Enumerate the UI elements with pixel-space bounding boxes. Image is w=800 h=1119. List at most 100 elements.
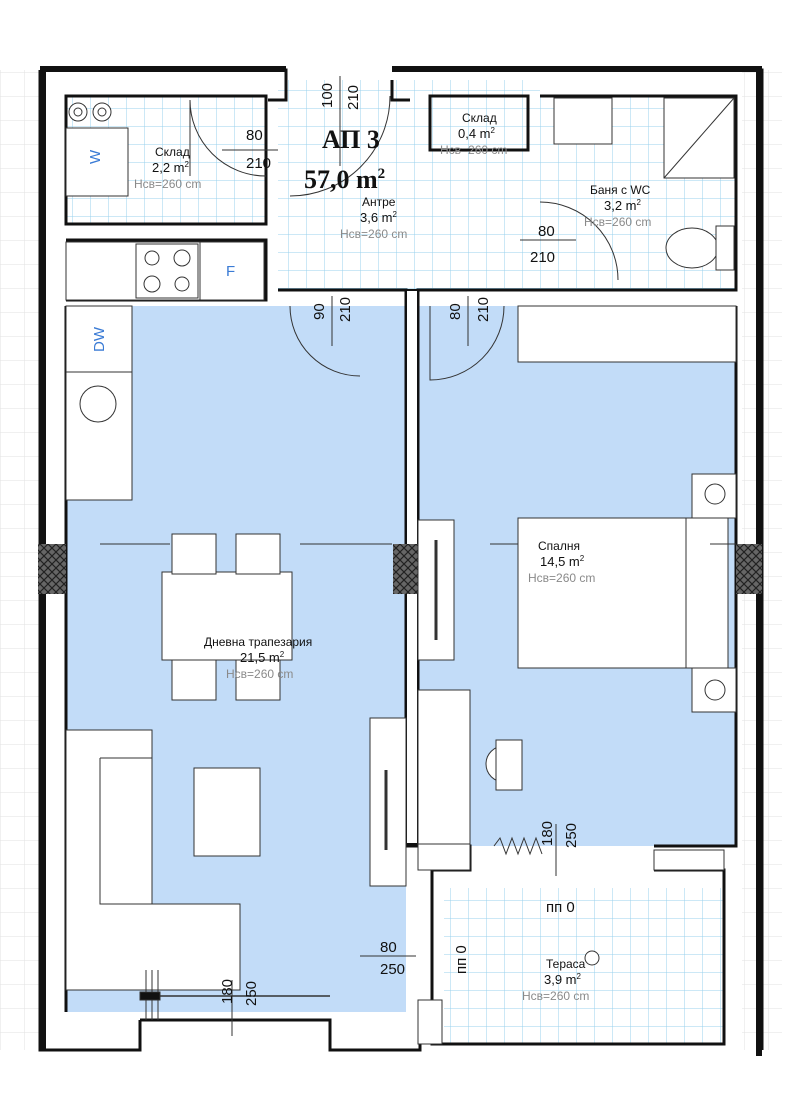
bed <box>517 517 687 669</box>
storage-door-width: 80 <box>246 127 263 144</box>
storage1-area-sup: 2 <box>185 160 190 169</box>
storage2-area: 0,4 m <box>458 126 491 141</box>
fridge-label: F <box>226 263 235 280</box>
bathroom-area-sup: 2 <box>637 198 642 207</box>
dishwasher-label: DW <box>91 326 108 352</box>
toilet <box>665 227 719 269</box>
svg-text:2,2 m2: 2,2 m2 <box>152 160 190 175</box>
washer <box>65 127 129 197</box>
entry-door-arc <box>289 95 391 197</box>
terrace-door-width: 80 <box>380 939 397 956</box>
bedroom-name: Спалня <box>538 539 580 553</box>
bedroom-door-height: 210 <box>475 297 492 322</box>
living-height: Нсв=260 cm <box>226 667 293 681</box>
terrace-door-frame <box>417 843 725 1045</box>
bedroom-area-sup: 2 <box>580 554 585 563</box>
entrance-height: Нсв=260 cm <box>340 227 407 241</box>
svg-text:21,5 m2: 21,5 m2 <box>240 650 285 665</box>
terrace-door-height: 250 <box>380 961 405 978</box>
sofa <box>65 729 241 991</box>
terrace-name: Тераса <box>546 957 586 971</box>
dimension-lines <box>100 76 736 1036</box>
entrance-name: Антре <box>362 195 396 209</box>
storage2-name: Склад <box>462 111 497 125</box>
living-window-marker <box>139 970 330 1020</box>
svg-text:0,4 m2: 0,4 m2 <box>458 126 496 141</box>
bedroom-area: 14,5 m <box>540 554 580 569</box>
apartment-name: АП 3 <box>322 125 380 154</box>
wardrobe <box>517 305 737 363</box>
dining-table <box>161 571 293 661</box>
storage1-height: Нсв=260 cm <box>134 177 201 191</box>
burner-circles <box>143 249 191 293</box>
living-door-width: 90 <box>311 303 328 320</box>
entrance-area-sup: 2 <box>393 210 398 219</box>
pillar-mid <box>393 544 419 594</box>
terrace-drain <box>584 950 600 966</box>
chair <box>171 533 217 575</box>
terrace-height: Нсв=260 cm <box>522 989 589 1003</box>
terrace-area-sup: 2 <box>577 972 582 981</box>
bath-door-arc <box>539 201 619 281</box>
terrace-floor <box>444 888 724 1044</box>
entry-door-width: 100 <box>319 83 336 108</box>
bathroom-area: 3,2 m <box>604 198 637 213</box>
bedroom-height: Нсв=260 cm <box>528 571 595 585</box>
entrance-area: 3,6 m <box>360 210 393 225</box>
svg-text:3,6 m2: 3,6 m2 <box>360 210 398 225</box>
entry-door-height: 210 <box>345 85 362 110</box>
bedroom-window-width: 180 <box>539 821 556 846</box>
living-door-arc <box>289 305 361 377</box>
svg-text:14,5 m2: 14,5 m2 <box>540 554 585 569</box>
storage1-area: 2,2 m <box>152 160 185 175</box>
desk <box>417 689 471 847</box>
bathroom-name: Баня с WC <box>590 183 651 197</box>
fridge <box>199 241 265 301</box>
chair <box>235 659 281 701</box>
chair <box>235 533 281 575</box>
bedroom-door-width: 80 <box>447 303 464 320</box>
pillar-left <box>38 544 66 594</box>
bath-door-height: 210 <box>530 249 555 266</box>
terrace-area: 3,9 m <box>544 972 577 987</box>
level-terrace-door: пп 0 <box>453 945 470 974</box>
apartment-area: 57,0 m <box>304 165 378 194</box>
living-window-width: 180 <box>219 979 236 1004</box>
living-door-height: 210 <box>337 297 354 322</box>
storage2-area-sup: 2 <box>491 126 496 135</box>
washer-label: W <box>87 149 104 164</box>
living-window-height: 250 <box>243 981 260 1006</box>
radiator <box>493 836 543 856</box>
tv-cabinet <box>369 717 407 887</box>
pillar-right <box>736 544 762 594</box>
wall-fill-top <box>40 66 286 72</box>
coffee-table <box>193 767 261 857</box>
bedroom-window-height: 250 <box>563 823 580 848</box>
chair <box>171 659 217 701</box>
bathroom-height: Нсв=260 cm <box>584 215 651 229</box>
sink <box>79 385 117 423</box>
level-terrace-threshold: пп 0 <box>546 899 575 916</box>
storage1-name: Склад <box>155 145 190 159</box>
entrance-floor <box>278 80 540 290</box>
apartment-area-sup: 2 <box>378 166 386 182</box>
bedroom-door-arc <box>429 305 505 381</box>
svg-text:3,9 m2: 3,9 m2 <box>544 972 582 987</box>
svg-text:57,0 m2: 57,0 m2 <box>304 165 385 194</box>
cooktop <box>135 243 199 299</box>
boiler-circles <box>68 102 112 122</box>
bath-door-width: 80 <box>538 223 555 240</box>
living-area-sup: 2 <box>280 650 285 659</box>
left-exterior-band <box>0 70 40 1050</box>
storage-door-height: 210 <box>246 155 271 172</box>
bed-headboard <box>685 517 729 669</box>
svg-text:3,2 m2: 3,2 m2 <box>604 198 642 213</box>
storage2-height: Нсв=260 cm <box>440 143 507 157</box>
storage-door-arc <box>189 99 267 177</box>
wall-fill-top2 <box>392 66 762 72</box>
dishwasher <box>65 305 133 373</box>
living-name: Дневна трапезария <box>204 635 312 649</box>
washbasin <box>553 97 613 145</box>
living-area: 21,5 m <box>240 650 280 665</box>
